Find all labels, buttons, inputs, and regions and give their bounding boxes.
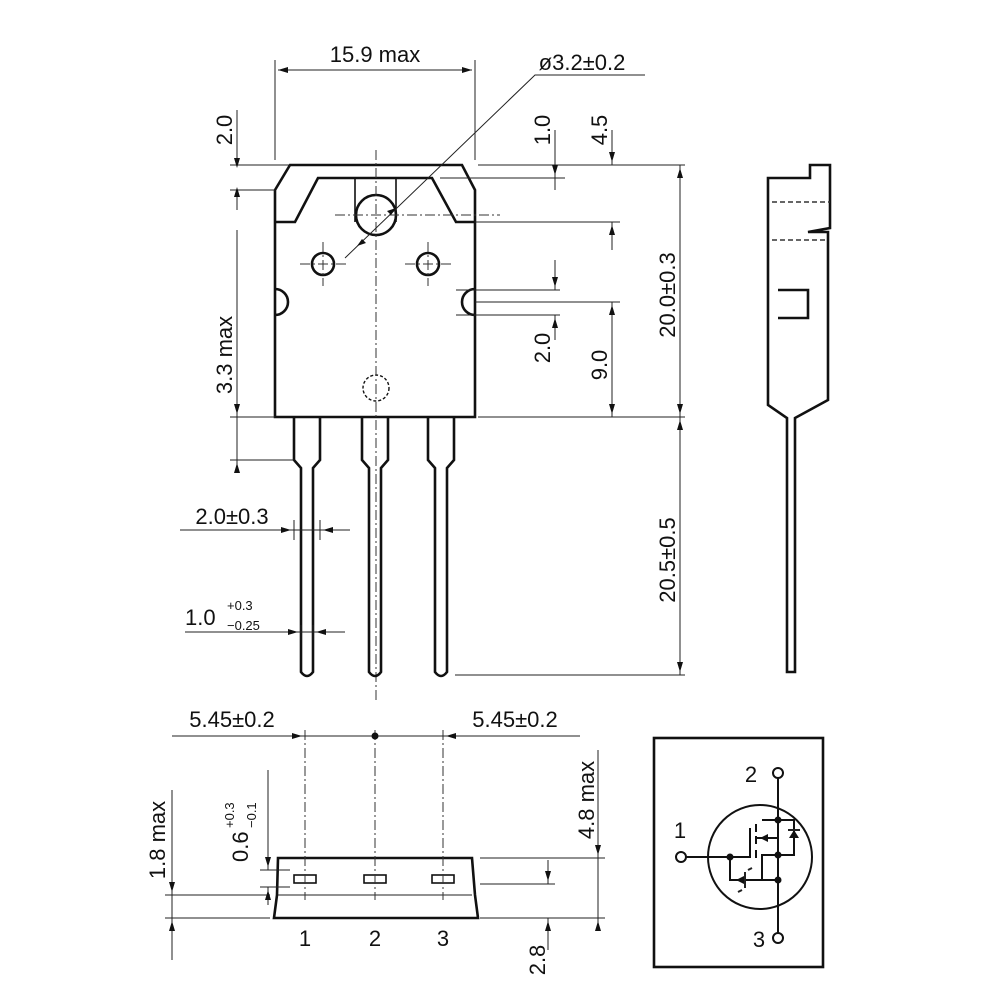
lead-wide-dimension: 2.0±0.3 — [195, 504, 268, 529]
pitch-right-dimension: 5.45±0.2 — [472, 707, 557, 732]
lead-width-minus: −0.25 — [227, 618, 260, 633]
source-terminal — [772, 932, 784, 944]
height-dimension: 4.8 max — [574, 761, 599, 839]
lead-thickness-plus: +0.3 — [222, 802, 237, 828]
notch-height-dimension: 9.0 — [587, 350, 612, 381]
lead-thickness-minus: −0.1 — [244, 802, 259, 828]
gate-terminal — [675, 851, 687, 863]
top-2-dimension: 4.5 — [587, 115, 612, 146]
top-1-dimension: 1.0 — [530, 115, 555, 146]
offset-dimension: 1.8 max — [145, 801, 170, 879]
leads — [292, 417, 456, 678]
pitch-left-dimension: 5.45±0.2 — [189, 707, 274, 732]
width-dimension: 15.9 max — [330, 42, 421, 67]
base-dimension: 2.8 — [525, 945, 550, 976]
drain-terminal — [772, 767, 784, 779]
lead-width-plus: +0.3 — [227, 598, 253, 613]
notch-dimension: 2.0 — [530, 333, 555, 364]
height-dimension: 20.0±0.3 — [655, 252, 680, 337]
side-view — [766, 163, 832, 674]
tab-inner-outline — [275, 176, 475, 224]
lead-1 — [292, 417, 322, 678]
right-notch — [460, 287, 476, 317]
top-left-dimension: 2.0 — [212, 115, 237, 146]
mosfet-schematic: 1 2 3 — [652, 736, 825, 969]
lead-length-dimension: 20.5±0.5 — [655, 517, 680, 602]
hole-dimension: ø3.2±0.2 — [539, 50, 626, 75]
pin-label-2: 2 — [369, 926, 381, 951]
shoulder-dimension: 3.3 max — [212, 316, 237, 394]
lead-width-dimension: 1.0 — [185, 605, 216, 630]
lead-2 — [360, 417, 390, 678]
lead-thickness-dimension: 0.6 — [228, 831, 253, 862]
lead-3 — [426, 417, 456, 678]
schematic-pin-3: 3 — [753, 927, 765, 952]
bottom-view: 5.45±0.2 5.45±0.2 4.8 max 0.6 +0.3 −0.1 … — [145, 707, 605, 975]
schematic-pin-2: 2 — [745, 762, 757, 787]
left-notch — [274, 287, 290, 317]
pin-label-1: 1 — [299, 926, 311, 951]
pin-label-3: 3 — [437, 926, 449, 951]
front-view: 15.9 max ø3.2±0.2 2.0 1.0 4.5 20.0±0.3 3… — [180, 42, 685, 700]
schematic-pin-1: 1 — [674, 818, 686, 843]
